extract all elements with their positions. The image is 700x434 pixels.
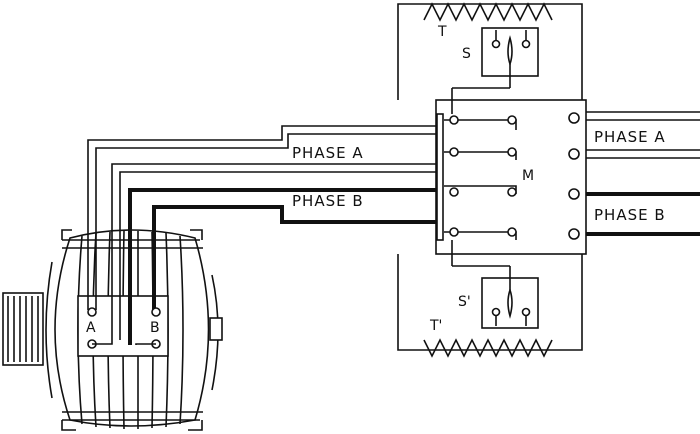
terminal-label-a: A xyxy=(86,320,96,336)
phase-a-wire-1 xyxy=(87,125,440,310)
label-t-prime: T' xyxy=(429,318,442,334)
phase-a-label-left: PHASE A xyxy=(292,144,364,162)
switch-s xyxy=(451,27,539,114)
switch-s-prime xyxy=(451,240,539,329)
label-m: M xyxy=(522,168,534,184)
phase-b-wire-2 xyxy=(152,205,440,312)
switch-panel xyxy=(397,3,587,351)
line-phase-a xyxy=(586,111,700,159)
phase-b-label-right: PHASE B xyxy=(594,206,666,224)
terminal-post xyxy=(151,307,161,317)
phase-a-wire-2 xyxy=(111,163,440,340)
phase-b-label-left: PHASE B xyxy=(292,192,364,210)
terminal-label-b: B xyxy=(150,320,160,336)
line-phase-b xyxy=(586,192,700,236)
label-t: T xyxy=(437,24,447,40)
terminal-post xyxy=(87,307,97,317)
heater-coil-top xyxy=(423,2,553,22)
heater-coil-bottom xyxy=(423,338,553,358)
label-s: S xyxy=(462,46,471,62)
phase-a-label-right: PHASE A xyxy=(594,128,666,146)
phase-b-wire-1 xyxy=(128,188,440,345)
motor-coupling xyxy=(2,292,44,366)
label-s-prime: S' xyxy=(458,294,471,310)
